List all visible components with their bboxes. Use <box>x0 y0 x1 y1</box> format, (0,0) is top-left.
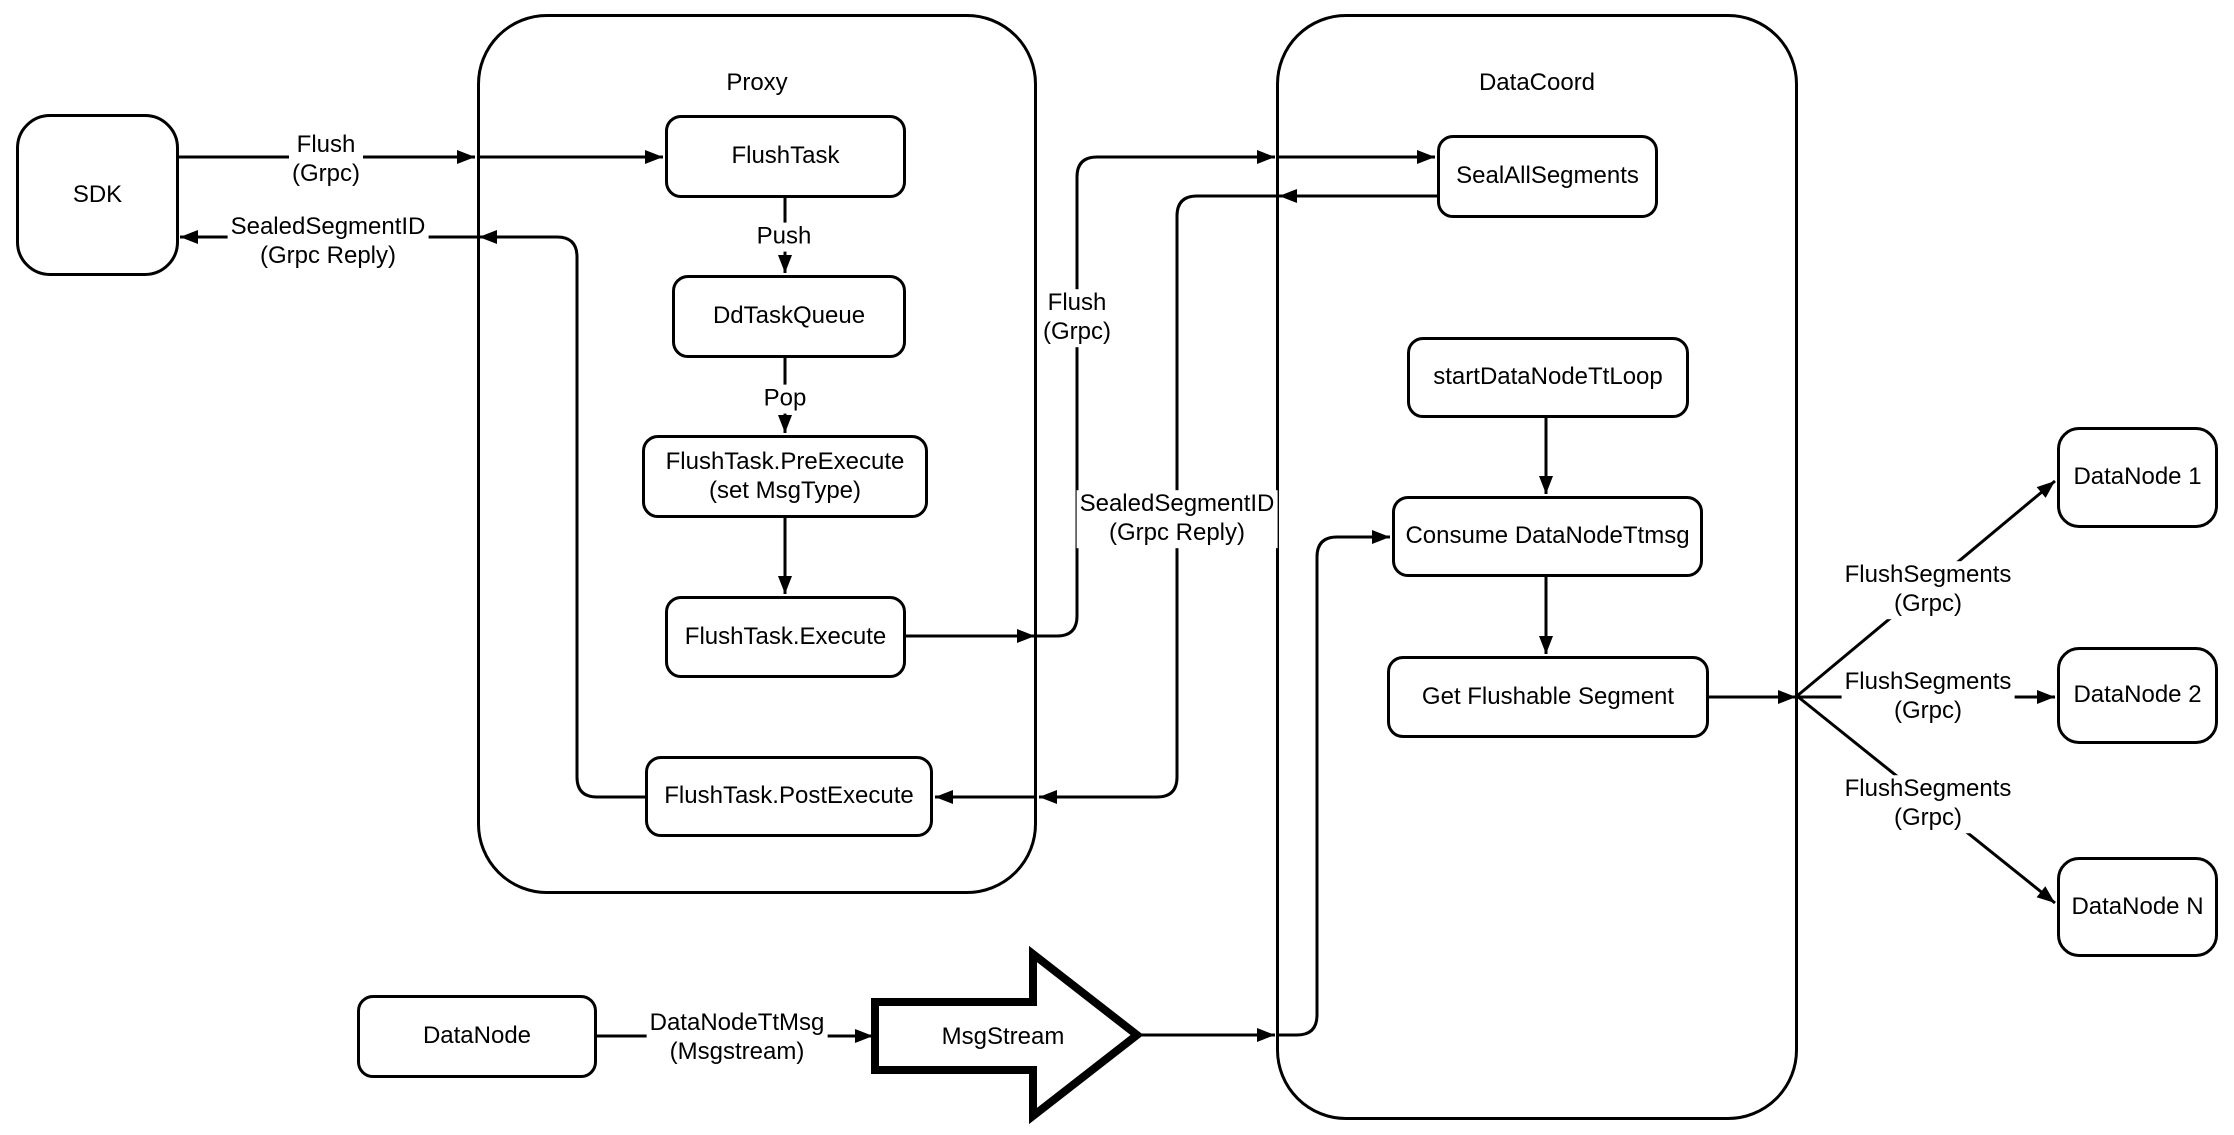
node-flushtask-preexecute-line2: (set MsgType) <box>708 476 862 504</box>
label-datanodettmsg: DataNodeTtMsg (Msgstream) <box>646 1009 828 1067</box>
label-flushsegments-2: FlushSegments (Grpc) <box>1841 668 2015 726</box>
node-sealallsegments: SealAllSegments <box>1437 135 1658 218</box>
edge-flush-mid <box>1037 150 1275 638</box>
label-pop: Pop <box>760 384 810 414</box>
node-flushtask-preexecute-line1: FlushTask.PreExecute <box>665 447 905 475</box>
proxy-container-title: Proxy <box>726 69 788 96</box>
datacoord-container: DataCoord <box>1276 14 1798 1120</box>
node-flushtask-execute: FlushTask.Execute <box>665 596 906 678</box>
label-push: Push <box>753 222 815 252</box>
msgstream-label: MsgStream <box>941 1023 1065 1050</box>
node-datanode-1: DataNode 1 <box>2057 427 2218 528</box>
node-flushtask-postexecute: FlushTask.PostExecute <box>645 756 933 837</box>
msgstream-arrow-shape <box>871 945 1144 1125</box>
label-sealedsegmentid-mid: SealedSegmentID (Grpc Reply) <box>1076 490 1278 548</box>
label-sealedsegmentid-sdk: SealedSegmentID (Grpc Reply) <box>227 213 429 271</box>
label-flush-grpc-mid: Flush (Grpc) <box>1040 289 1114 347</box>
edge-post-to-proxyedge <box>479 230 645 799</box>
node-consume-datanodettmsg: Consume DataNodeTtmsg <box>1392 496 1703 577</box>
datacoord-container-title: DataCoord <box>1478 69 1596 96</box>
edge-ttmsg-up-to-consume <box>1277 530 1390 1037</box>
node-datanode-n: DataNode N <box>2057 857 2218 957</box>
node-startdatanodettloop: startDataNodeTtLoop <box>1407 337 1689 418</box>
node-flushtask-preexecute: FlushTask.PreExecute (set MsgType) <box>642 435 928 518</box>
node-ddtaskqueue: DdTaskQueue <box>672 275 906 358</box>
proxy-container: Proxy <box>477 14 1037 894</box>
label-flushsegments-1: FlushSegments (Grpc) <box>1841 561 2015 619</box>
node-flushtask: FlushTask <box>665 115 906 198</box>
node-get-flushable-segment: Get Flushable Segment <box>1387 656 1709 738</box>
node-sdk: SDK <box>16 114 179 276</box>
label-flush-grpc-sdk: Flush (Grpc) <box>289 131 363 189</box>
label-flushsegments-3: FlushSegments (Grpc) <box>1841 775 2015 833</box>
node-datanode-2: DataNode 2 <box>2057 647 2218 744</box>
node-datanode: DataNode <box>357 995 597 1078</box>
